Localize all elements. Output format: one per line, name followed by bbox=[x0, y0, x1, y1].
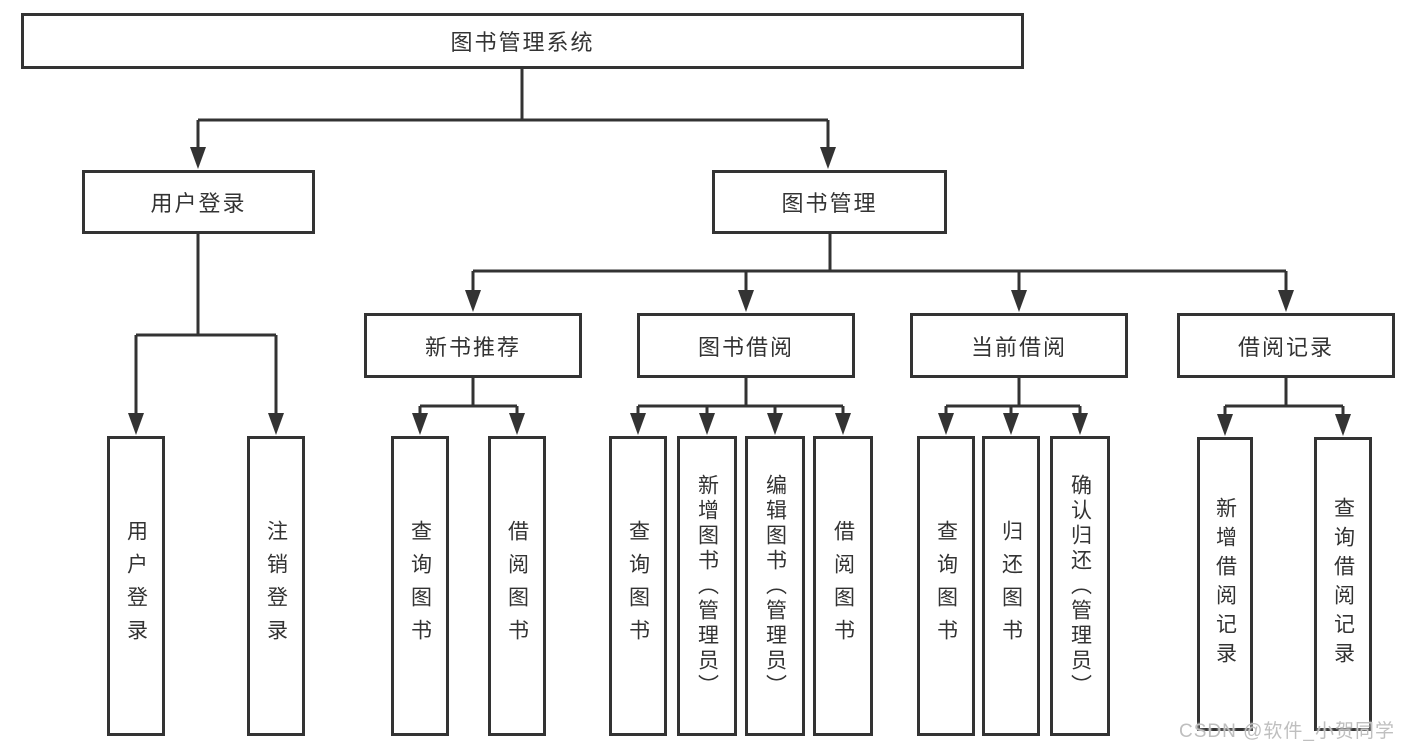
node-label: 当前借阅 bbox=[970, 334, 1067, 360]
leaf-recommend-query-books: 查询图书 bbox=[391, 436, 449, 736]
leaf-label: 借阅图书 bbox=[831, 520, 855, 652]
leaf-label: 借阅图书 bbox=[505, 520, 529, 652]
arrowheads bbox=[128, 147, 1351, 436]
connector-currentborrow-children bbox=[944, 378, 1082, 416]
node-book-management: 图书管理 bbox=[712, 170, 947, 234]
leaf-borrow-query-books: 查询图书 bbox=[609, 436, 667, 736]
leaf-borrow-add-books: 新增图书（管理员） bbox=[677, 436, 737, 736]
connector-root-to-level2 bbox=[196, 68, 830, 150]
leaf-borrow-borrow-books: 借阅图书 bbox=[813, 436, 873, 736]
connector-newbook-children bbox=[418, 378, 519, 416]
node-label: 借阅记录 bbox=[1237, 334, 1334, 360]
leaf-label: 查询图书 bbox=[934, 520, 958, 652]
connector-bookmgmt-children bbox=[471, 233, 1288, 293]
node-label: 图书管理 bbox=[781, 191, 878, 216]
node-label: 新书推荐 bbox=[424, 334, 521, 360]
node-book-borrow: 图书借阅 bbox=[637, 313, 855, 378]
leaf-current-confirm-return: 确认归还（管理员） bbox=[1050, 436, 1110, 736]
leaf-user-login: 用户登录 bbox=[107, 436, 165, 736]
node-label: 图书管理系统 bbox=[450, 30, 595, 55]
leaf-label: 查询图书 bbox=[626, 520, 650, 652]
leaf-label: 确认归还（管理员） bbox=[1068, 473, 1092, 699]
node-user-login: 用户登录 bbox=[82, 170, 315, 234]
leaf-label: 查询图书 bbox=[408, 520, 432, 652]
leaf-records-add-record: 新增借阅记录 bbox=[1197, 437, 1253, 731]
leaf-logout-login: 注销登录 bbox=[247, 436, 305, 736]
leaf-label: 编辑图书（管理员） bbox=[763, 473, 787, 699]
leaf-recommend-borrow-books: 借阅图书 bbox=[488, 436, 546, 736]
leaf-current-return-books: 归还图书 bbox=[982, 436, 1040, 736]
connector-borrowrecord-children bbox=[1223, 378, 1345, 417]
leaf-label: 新增图书（管理员） bbox=[695, 473, 719, 699]
node-new-book-recommend: 新书推荐 bbox=[364, 313, 582, 378]
node-borrow-records: 借阅记录 bbox=[1177, 313, 1395, 378]
leaf-label: 新增借阅记录 bbox=[1213, 497, 1237, 671]
connector-bookborrow-children bbox=[636, 378, 845, 416]
leaf-borrow-edit-books: 编辑图书（管理员） bbox=[745, 436, 805, 736]
node-label: 用户登录 bbox=[150, 191, 247, 216]
leaf-current-query-books: 查询图书 bbox=[917, 436, 975, 736]
leaf-label: 注销登录 bbox=[264, 520, 288, 652]
leaf-label: 归还图书 bbox=[999, 520, 1023, 652]
node-current-borrow: 当前借阅 bbox=[910, 313, 1128, 378]
connector-userlogin-children bbox=[134, 234, 278, 416]
node-system-root: 图书管理系统 bbox=[21, 13, 1024, 69]
leaf-records-query-record: 查询借阅记录 bbox=[1314, 437, 1372, 731]
leaf-label: 用户登录 bbox=[124, 520, 148, 652]
leaf-label: 查询借阅记录 bbox=[1331, 497, 1355, 671]
watermark: CSDN @软件_小贺同学 bbox=[1179, 721, 1395, 742]
node-label: 图书借阅 bbox=[697, 334, 794, 360]
